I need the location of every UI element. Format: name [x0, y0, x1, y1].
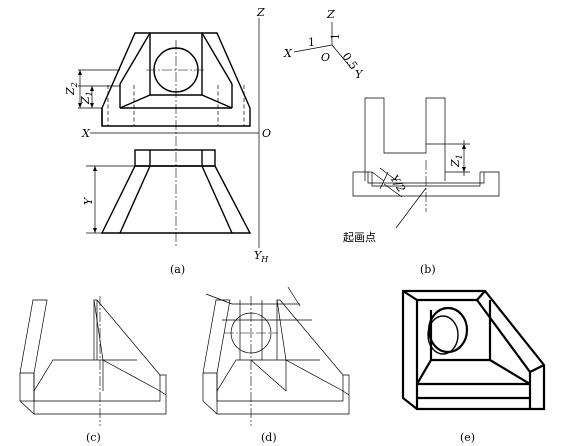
- origin-label: O: [262, 127, 271, 140]
- axis-x-label: X: [81, 127, 91, 140]
- top-view: [100, 149, 252, 234]
- dimension-z2-z1: Z2 Z1: [64, 69, 120, 109]
- caption-a: (a): [170, 263, 185, 276]
- dim-z1-b-label: Z1: [449, 154, 464, 168]
- view-a-orthographic: Z X O YH: [64, 6, 271, 276]
- dim-z1-label: Z1: [79, 91, 94, 105]
- scale-z-label: 1: [329, 33, 342, 40]
- view-e-isometric-final: (e): [401, 289, 546, 444]
- axis-z-label: Z: [256, 6, 265, 19]
- caption-e: (e): [460, 431, 475, 444]
- scale-x-label: 1: [308, 36, 315, 49]
- start-point-label: 起画点: [343, 231, 376, 244]
- dim-y-label: Y: [82, 196, 95, 205]
- view-c-isometric-base: (c): [19, 296, 167, 444]
- hole-ellipse-back: [427, 315, 459, 355]
- caption-c: (c): [86, 431, 101, 444]
- dimension-z1-b: Z1: [426, 140, 470, 176]
- axis-yh-label: YH: [254, 249, 269, 264]
- dimension-y2: Y/2: [379, 167, 408, 198]
- dimension-y: Y: [82, 165, 135, 234]
- caption-b: (b): [420, 263, 436, 276]
- axes-y-label: Y: [355, 68, 364, 81]
- dim-z2-label: Z2: [64, 82, 79, 96]
- axonometric-axes: Z X Y O 1 1 0.5: [283, 8, 364, 81]
- axes-x-label: X: [283, 47, 293, 60]
- axes-origin-label: O: [321, 51, 330, 64]
- start-point-marker: 起画点: [343, 160, 427, 244]
- view-b-axes-and-start: Z X Y O 1 1 0.5 Z1: [283, 8, 500, 276]
- u-vertical-outline: [364, 97, 446, 181]
- hole-ellipse: [427, 306, 469, 354]
- front-view: [101, 32, 251, 248]
- axes-z-label: Z: [326, 8, 335, 21]
- view-d-isometric-construction: (d): [202, 286, 350, 444]
- caption-d: (d): [261, 431, 277, 444]
